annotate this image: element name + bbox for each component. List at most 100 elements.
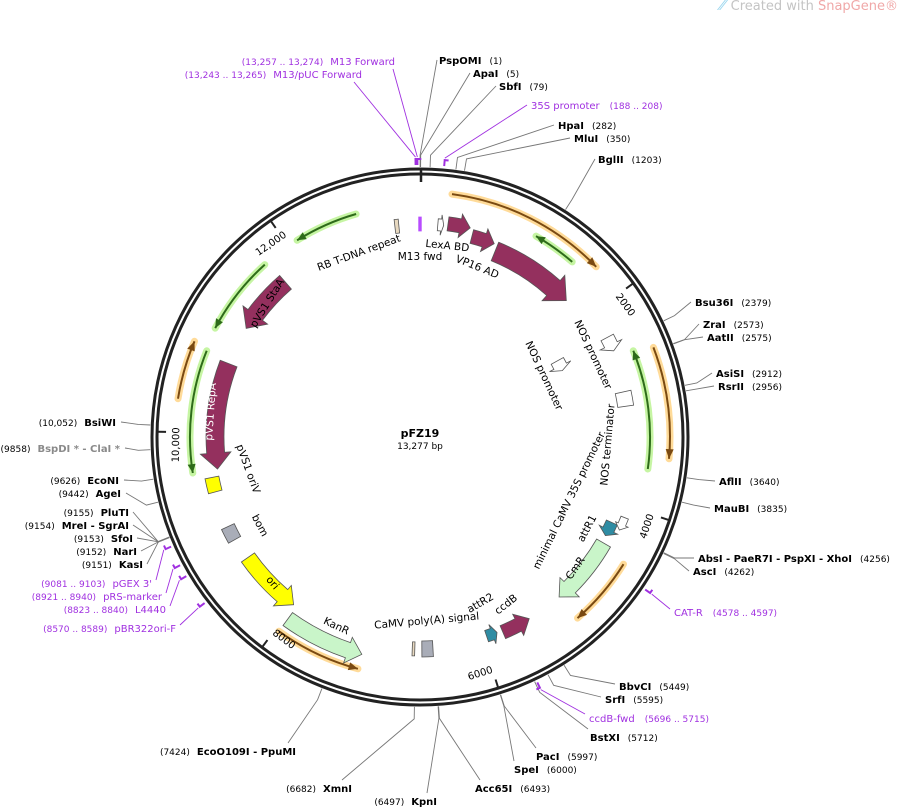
primer-label[interactable]: 35S promoter(188 .. 208) [531, 101, 662, 112]
primer-label[interactable]: (13,257 .. 13,274)M13 Forward [242, 57, 395, 68]
primer-leader-line [540, 689, 586, 715]
restriction-site-label[interactable]: SrfI(5595) [605, 695, 663, 706]
primer-leader-line [179, 607, 199, 626]
restriction-site-label[interactable]: (9626)EcoNI [50, 476, 119, 487]
feature-pvs1-oriv[interactable] [204, 475, 223, 495]
restriction-site-label[interactable]: (9155)PluTI [64, 508, 129, 519]
restriction-site-label[interactable]: (6682) XmnI [286, 784, 352, 795]
feature-ori[interactable] [240, 552, 295, 607]
feature-nos-promoter-inner[interactable] [549, 356, 572, 372]
enzyme-name: XmnI [323, 784, 352, 795]
restriction-site-label[interactable]: AbsI - PaeR7I - PspXI - XhoI (4256) [698, 554, 890, 565]
restriction-site-label[interactable]: AatII(2575) [707, 333, 772, 344]
feature-bom[interactable] [220, 523, 242, 544]
watermark-reg: ® [885, 0, 898, 14]
restriction-site-label[interactable]: Acc65I(6493) [475, 784, 550, 795]
enzyme-name: ApaI [473, 69, 498, 80]
restriction-site-label[interactable]: BbvCI(5449) [619, 682, 689, 693]
feature-minimal-camv-35s-promoter[interactable] [614, 515, 630, 531]
primer-label[interactable]: (13,243 .. 13,265)M13/pUC Forward [185, 70, 362, 81]
enzyme-position: (3640) [750, 478, 780, 488]
annotation-arc [188, 350, 208, 474]
site-leader-line [563, 665, 616, 685]
enzyme-name: AgeI [96, 489, 121, 500]
primer-marker-icon [644, 588, 654, 595]
restriction-site-label[interactable]: AflII(3640) [719, 477, 780, 488]
restriction-site-label[interactable]: ZraI(2573) [703, 320, 764, 331]
restriction-site-label[interactable]: MluI(350) [574, 134, 630, 145]
annotation-arc [632, 350, 652, 470]
restriction-site-label[interactable]: SbfI(79) [499, 82, 548, 93]
feature-pvs1-staa[interactable] [242, 274, 292, 329]
feature-nos-promoter-outer[interactable] [598, 333, 623, 352]
primer-leader-line [392, 68, 418, 158]
restriction-site-label[interactable]: (9151)KasI [82, 560, 143, 571]
feature-er-lbd[interactable] [490, 241, 567, 302]
restriction-site-label[interactable]: (7424)EcoO109I - PpuMI [160, 747, 296, 758]
feature-label: attR1 [575, 513, 599, 544]
enzyme-position: (1203) [632, 156, 662, 166]
feature-camv-polya-signal[interactable] [421, 640, 434, 658]
enzyme-position: (9858) [1, 445, 31, 455]
feature-label: RB T-DNA repeat [316, 233, 403, 274]
feature-pvs1-repa[interactable] [199, 359, 238, 470]
feature-attr2[interactable] [484, 624, 498, 644]
primer-label[interactable]: (8570 .. 8589)pBR322ori-F [43, 624, 176, 635]
primer-label[interactable]: (9081 .. 9103)pGEX 3' [41, 579, 152, 590]
primer-label[interactable]: (8823 .. 8840) L4440 [64, 605, 166, 616]
primer-label[interactable]: ccdB-fwd(5696 .. 5715) [589, 714, 709, 725]
feature-lexa-bd[interactable] [446, 212, 471, 239]
restriction-site-label[interactable]: AscI(4262) [693, 567, 754, 578]
enzyme-position: (4256) [860, 555, 890, 565]
primer-marker-icon [196, 602, 206, 609]
restriction-site-label[interactable]: (9442)AgeI [59, 489, 121, 500]
restriction-site-label[interactable]: MauBI(3835) [714, 504, 787, 515]
restriction-site-label[interactable]: AsiSI(2912) [716, 369, 782, 380]
feature-attr1[interactable] [598, 519, 620, 537]
restriction-site-label[interactable]: (6497)KpnI [374, 797, 437, 808]
feature-m13-fwd[interactable] [418, 216, 422, 232]
feature-rb-tdna-repeat[interactable] [393, 218, 401, 234]
restriction-site-label[interactable]: Bsu36I(2379) [695, 298, 771, 309]
feature-camv-polya-small[interactable] [411, 641, 416, 657]
restriction-site-label[interactable]: (10,052)BsiWI [39, 418, 116, 429]
site-leader-line [287, 688, 323, 744]
feature-lexa-operator[interactable] [436, 214, 445, 236]
primer-name: L4440 [135, 605, 166, 616]
enzyme-name: AbsI - PaeR7I - PspXI - XhoI [698, 554, 852, 565]
feature-vp16-ad[interactable] [469, 227, 495, 253]
feature-kanr[interactable] [282, 612, 363, 664]
enzyme-name: KpnI [411, 797, 437, 808]
primer-leader-line [169, 580, 180, 607]
primer-name: M13 Forward [330, 57, 395, 68]
restriction-site-label[interactable]: ApaI(5) [473, 69, 519, 80]
restriction-site-label[interactable]: BstXI(5712) [590, 733, 658, 744]
restriction-site-label[interactable]: HpaI(282) [558, 121, 616, 132]
primer-name: ccdB-fwd [589, 714, 635, 725]
ruler-tick-label: 2000 [613, 292, 637, 319]
restriction-site-label[interactable]: (9152)NarI [76, 547, 137, 558]
restriction-site-label[interactable]: (9153)SfoI [74, 534, 133, 545]
enzyme-position: (6682) [286, 785, 316, 795]
primer-label[interactable]: (8921 .. 8940)pRS-marker [32, 592, 163, 603]
site-leader-line [685, 385, 715, 392]
feature-label: CaMV poly(A) signal [374, 610, 480, 631]
restriction-site-label[interactable]: BglII(1203) [598, 155, 662, 166]
restriction-site-label[interactable]: RsrII(2956) [718, 382, 782, 393]
restriction-site-label[interactable]: PspOMI(1) [439, 56, 502, 67]
site-leader-line [123, 478, 154, 482]
site-leader-line [420, 72, 471, 168]
feature-nos-terminator[interactable] [614, 389, 635, 408]
restriction-site-label[interactable]: SpeI(6000) [514, 765, 577, 776]
primer-label[interactable]: CAT-R(4578 .. 4597) [674, 608, 777, 619]
feature-label: pVS1 oriV [233, 443, 262, 496]
primer-range: (8823 .. 8840) [64, 606, 128, 616]
restriction-site-label[interactable]: (9858)BspDI * - ClaI * [1, 444, 121, 455]
feature-ccdb[interactable] [499, 613, 530, 640]
enzyme-name: ZraI [703, 320, 726, 331]
restriction-site-label[interactable]: (9154)MreI - SgrAI [25, 521, 129, 532]
feature-cmr[interactable] [558, 538, 612, 598]
restriction-site-label[interactable]: PacI(5997) [536, 752, 597, 763]
arc-arrowhead-icon [215, 318, 223, 329]
